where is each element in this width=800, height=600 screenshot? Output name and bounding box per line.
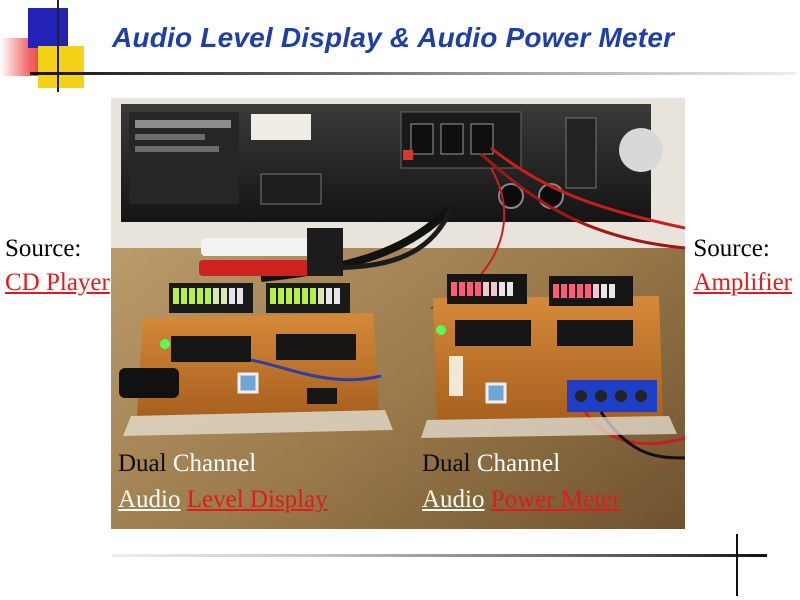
right-source-label: Source: xyxy=(693,235,770,262)
slide-title: Audio Level Display & Audio Power Meter xyxy=(112,22,675,53)
title-underline xyxy=(30,72,796,75)
bottom-vertical-line xyxy=(736,534,738,596)
bottom-rule xyxy=(112,554,767,557)
left-source: Source: CD Player xyxy=(5,232,110,300)
left-source-value: CD Player xyxy=(5,269,110,296)
right-source: Source: Amplifier xyxy=(693,232,792,300)
left-caption-word1: Dual xyxy=(118,450,167,477)
right-source-value: Amplifier xyxy=(693,269,792,296)
corner-yellow-square xyxy=(38,46,84,88)
left-led-bar-a xyxy=(173,288,243,304)
right-caption-highlight: Power Meter xyxy=(490,486,621,513)
left-caption-word2: Channel xyxy=(172,450,257,477)
right-led-bar-a xyxy=(451,282,513,296)
hardware-photo: Dual Channel Audio Level Display Dual Ch… xyxy=(111,98,685,529)
left-led-bar-b xyxy=(270,288,340,304)
photo-illustration xyxy=(111,98,685,529)
right-caption: Dual Channel Audio Power Meter xyxy=(422,446,621,518)
left-source-label: Source: xyxy=(5,235,82,262)
right-caption-word2: Channel xyxy=(476,450,561,477)
corner-vertical-line xyxy=(57,0,59,92)
right-led-bar-b xyxy=(553,284,615,298)
left-caption-highlight: Level Display xyxy=(186,486,328,513)
left-caption: Dual Channel Audio Level Display xyxy=(118,446,328,518)
right-caption-word1: Dual xyxy=(422,450,471,477)
right-caption-word3: Audio xyxy=(422,486,485,513)
left-caption-word3: Audio xyxy=(118,486,181,513)
corner-blue-square xyxy=(28,8,68,48)
